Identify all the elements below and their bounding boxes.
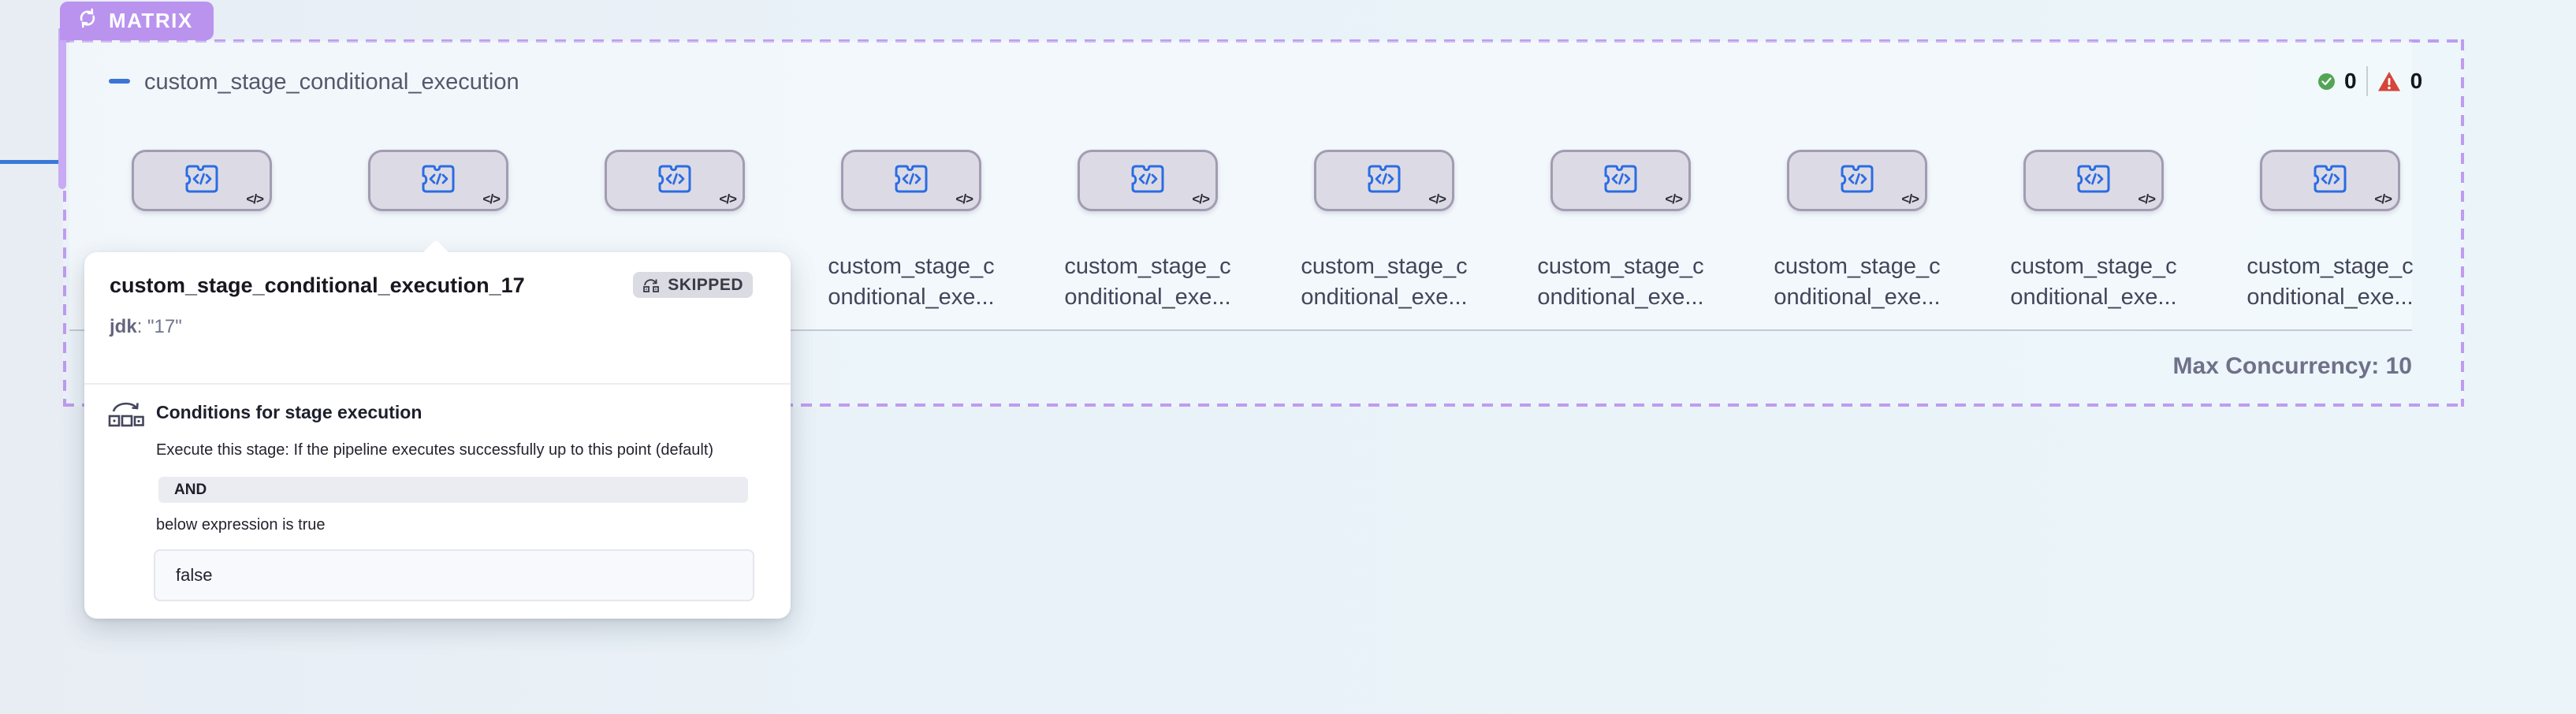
custom-stage-puzzle-code-icon [420, 163, 456, 199]
stage-card[interactable]: </> custom_stage_c onditional_exe... [118, 150, 285, 310]
conditions-description: Execute this stage: If the pipeline exec… [156, 441, 714, 459]
custom-stage-puzzle-code-icon [2312, 163, 2348, 199]
status-badge-label: SKIPPED [668, 275, 743, 294]
skip-icon [642, 277, 661, 293]
code-glyph-icon: </> [1192, 192, 1210, 206]
max-concurrency-label: Max Concurrency: 10 [2172, 353, 2412, 379]
expression-note: below expression is true [156, 516, 326, 534]
custom-stage-puzzle-code-icon [657, 163, 693, 199]
code-glyph-icon: </> [1428, 192, 1446, 206]
matrix-left-accent-bar [58, 28, 66, 189]
conditional-execution-icon [106, 394, 144, 434]
pipeline-connector-line [0, 160, 65, 164]
matrix-param-line: jdk: "17" [110, 316, 182, 338]
conditions-heading: Conditions for stage execution [156, 402, 423, 422]
stage-card[interactable]: </> custom_stage_c onditional_exe... [591, 150, 758, 310]
expression-value-box[interactable]: false [154, 549, 754, 601]
error-count: 0 [2410, 69, 2423, 93]
stage-card-label: custom_stage_c onditional_exe... [2010, 254, 2177, 310]
code-glyph-icon: </> [246, 192, 264, 206]
stage-card[interactable]: </> custom_stage_c onditional_exe... [1537, 150, 1704, 310]
operator-bar: AND [158, 477, 748, 503]
status-divider [2366, 66, 2368, 96]
stage-card-label: custom_stage_c onditional_exe... [2247, 254, 2414, 310]
stage-card[interactable]: </> custom_stage_c onditional_exe... [2247, 150, 2414, 310]
stage-card[interactable]: </> custom_stage_c onditional_exe... [1064, 150, 1231, 310]
stage-card-label: custom_stage_c onditional_exe... [1301, 254, 1468, 310]
code-glyph-icon: </> [2374, 192, 2392, 206]
stage-card[interactable]: </> custom_stage_c onditional_exe... [828, 150, 995, 310]
stage-card-label: custom_stage_c onditional_exe... [1774, 254, 1941, 310]
custom-stage-puzzle-code-icon [893, 163, 929, 199]
error-warning-icon [2377, 71, 2401, 92]
code-glyph-icon: </> [1901, 192, 1919, 206]
custom-stage-puzzle-code-icon [2075, 163, 2112, 199]
stage-card[interactable]: </> custom_stage_c onditional_exe... [2010, 150, 2177, 310]
success-check-icon [2318, 73, 2335, 90]
stage-details-popover: custom_stage_conditional_execution_17 SK… [84, 240, 791, 619]
code-glyph-icon: </> [1665, 192, 1683, 206]
param-value: : "17" [136, 316, 182, 337]
matrix-stage-container [63, 39, 2464, 407]
custom-stage-puzzle-code-icon [1366, 163, 1402, 199]
stage-card[interactable]: </> custom_stage_c onditional_exe... [1774, 150, 1941, 310]
stage-card[interactable]: </> custom_stage_c onditional_exe... [1301, 150, 1468, 310]
custom-stage-puzzle-code-icon [1603, 163, 1639, 199]
code-glyph-icon: </> [482, 192, 501, 206]
matrix-badge-label: MATRIX [109, 9, 193, 32]
popover-divider [84, 383, 791, 385]
matrix-status-cluster: 0 0 [2318, 65, 2422, 97]
code-glyph-icon: </> [719, 192, 737, 206]
matrix-stage-title: custom_stage_conditional_execution [144, 69, 519, 95]
stage-card-label: custom_stage_c onditional_exe... [828, 254, 995, 310]
stage-card-label: custom_stage_c onditional_exe... [1537, 254, 1704, 310]
code-glyph-icon: </> [955, 192, 973, 206]
stage-card[interactable]: </> custom_stage_c onditional_exe... [355, 150, 522, 310]
success-count: 0 [2344, 69, 2357, 93]
custom-stage-puzzle-code-icon [1130, 163, 1166, 199]
custom-stage-puzzle-code-icon [184, 163, 220, 199]
collapse-minus-icon[interactable] [109, 79, 130, 84]
loop-icon [76, 7, 99, 35]
status-badge: SKIPPED [633, 272, 753, 298]
custom-stage-puzzle-code-icon [1839, 163, 1875, 199]
popover-stage-title: custom_stage_conditional_execution_17 [110, 273, 525, 297]
stage-card-label: custom_stage_c onditional_exe... [1064, 254, 1231, 310]
param-key: jdk [110, 316, 137, 337]
code-glyph-icon: </> [2138, 192, 2156, 206]
matrix-badge[interactable]: MATRIX [60, 2, 214, 40]
